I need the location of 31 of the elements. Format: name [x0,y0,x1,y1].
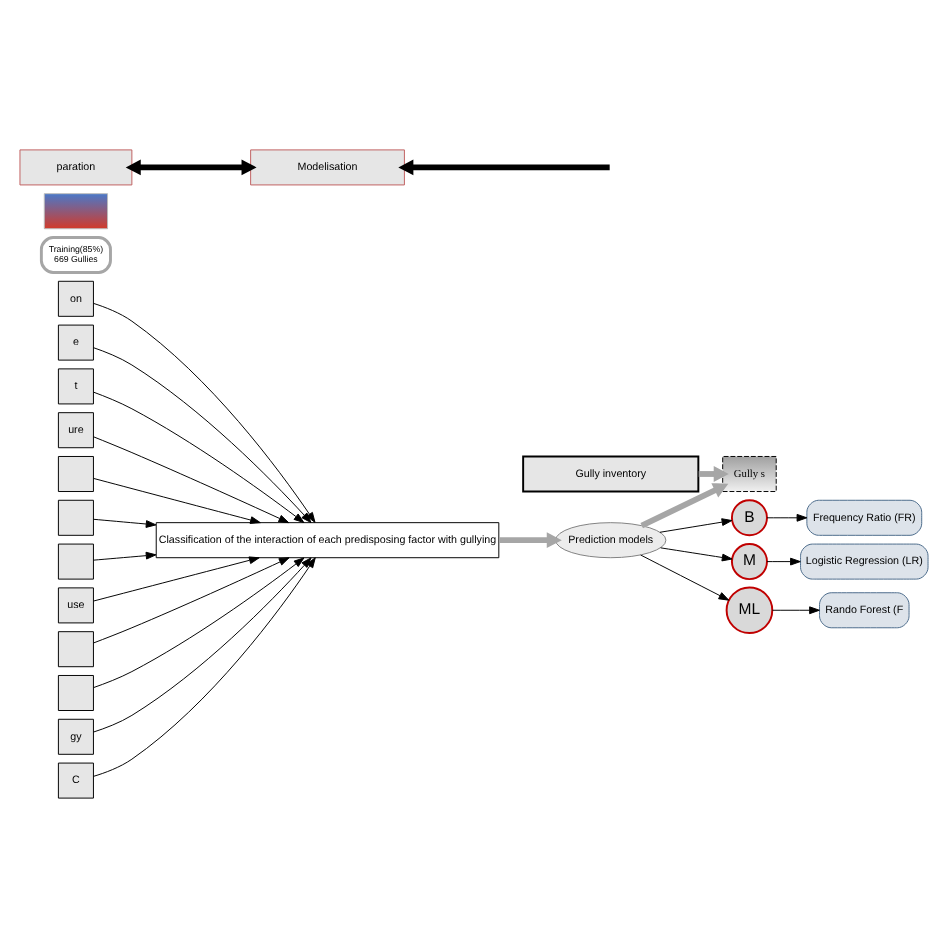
node-box [57,631,94,668]
arrow [93,557,290,644]
node-circle: B [730,499,768,537]
arrow [93,302,316,523]
arrow [640,483,729,529]
node-box [57,499,94,536]
node-box [57,456,94,492]
arrow [766,557,801,566]
picture [43,193,109,230]
node-circle: M [730,543,768,581]
node-box [57,675,94,711]
arrow [93,391,305,524]
arrow [660,547,733,562]
arrow [93,477,261,524]
arrow [771,606,820,615]
arrow [93,557,316,777]
arrow [125,159,257,176]
node-circle: ML [725,586,774,635]
arrow [659,518,733,533]
arrow [640,554,730,601]
arrow [93,557,312,733]
node-box [57,543,94,580]
arrow [93,557,305,689]
arrow [93,436,290,524]
arrow [93,347,312,524]
arrow [398,159,610,176]
arrow [93,556,260,602]
arrow [499,532,562,549]
arrow [766,513,808,522]
arrow [93,551,157,561]
arrow [93,518,157,528]
